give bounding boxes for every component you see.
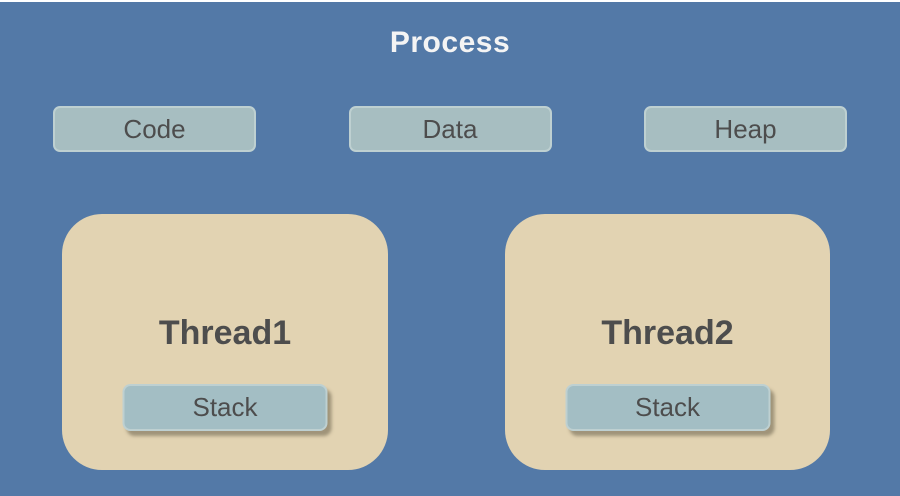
thread2-label: Thread2	[601, 314, 734, 352]
thread2-stack-box: Stack	[565, 384, 770, 431]
memory-segment-row: Code Data Heap	[53, 106, 847, 152]
thread2-box: Thread2 Stack	[505, 214, 830, 470]
code-segment-box: Code	[53, 106, 256, 152]
heap-segment-box: Heap	[644, 106, 847, 152]
thread1-stack-box: Stack	[122, 384, 328, 431]
thread1-box: Thread1 Stack	[62, 214, 388, 470]
thread1-label: Thread1	[158, 314, 292, 352]
data-segment-box: Data	[348, 106, 552, 152]
process-title: Process	[389, 26, 511, 59]
